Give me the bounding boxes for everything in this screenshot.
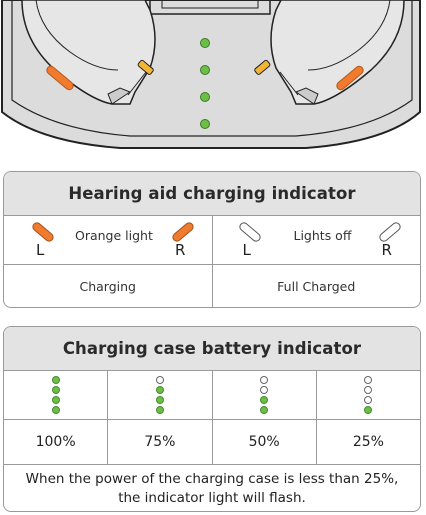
charging-case-illustration <box>0 0 426 155</box>
case-led-2 <box>200 65 210 75</box>
level-100-leds <box>4 371 109 419</box>
battery-led-icon <box>155 386 164 394</box>
hearing-aid-left-off-icon <box>238 222 261 242</box>
right-label: R <box>175 241 186 259</box>
full-charged-led-cell: L Lights off R <box>213 216 421 264</box>
battery-led-icon <box>51 406 60 414</box>
hearing-aid-indicator-table: Hearing aid charging indicator L Orange … <box>3 171 421 308</box>
left-label-off: L <box>242 241 251 259</box>
battery-led-icon <box>364 396 373 404</box>
full-charged-status: Full Charged <box>277 278 356 294</box>
battery-led-icon <box>155 406 164 414</box>
battery-led-icon <box>155 396 164 404</box>
hearing-aid-left-icon <box>32 222 54 242</box>
battery-led-icon <box>51 386 60 394</box>
battery-led-icon <box>51 396 60 404</box>
battery-led-icon <box>364 376 373 384</box>
battery-led-icon <box>260 396 269 404</box>
case-battery-indicator-table: Charging case battery indicator 100% 75%… <box>3 326 421 512</box>
case-led-4 <box>200 119 210 129</box>
battery-led-icon <box>155 376 164 384</box>
case-led-1 <box>200 38 210 48</box>
right-earpiece-slot <box>254 0 405 105</box>
level-75-leds <box>108 371 213 419</box>
battery-led-icon <box>260 376 269 384</box>
battery-led-icon <box>364 406 373 414</box>
hearing-aid-table-title: Hearing aid charging indicator <box>4 172 420 216</box>
charging-status: Charging <box>4 265 213 307</box>
left-label: L <box>36 241 45 259</box>
level-25-leds <box>317 371 420 419</box>
hearing-aid-right-icon <box>172 222 194 242</box>
level-100-label: 100% <box>4 420 109 464</box>
left-earpiece-slot <box>21 0 156 105</box>
charging-led-cell: L Orange light R <box>4 216 213 264</box>
right-label-off: R <box>381 241 392 259</box>
case-led-3 <box>200 92 210 102</box>
level-25-label: 25% <box>352 434 384 450</box>
case-table-title: Charging case battery indicator <box>4 327 420 371</box>
level-75-label: 75% <box>108 420 213 464</box>
hearing-aid-right-off-icon <box>378 222 401 242</box>
orange-light-label: Orange light <box>75 228 153 243</box>
battery-led-icon <box>51 376 60 384</box>
battery-led-icon <box>260 386 269 394</box>
battery-led-icon <box>260 406 269 414</box>
level-50-label: 50% <box>213 420 317 464</box>
lights-off-label: Lights off <box>293 228 352 243</box>
battery-led-icon <box>364 386 373 394</box>
level-50-leds <box>213 371 317 419</box>
flash-note: When the power of the charging case is l… <box>25 470 399 506</box>
